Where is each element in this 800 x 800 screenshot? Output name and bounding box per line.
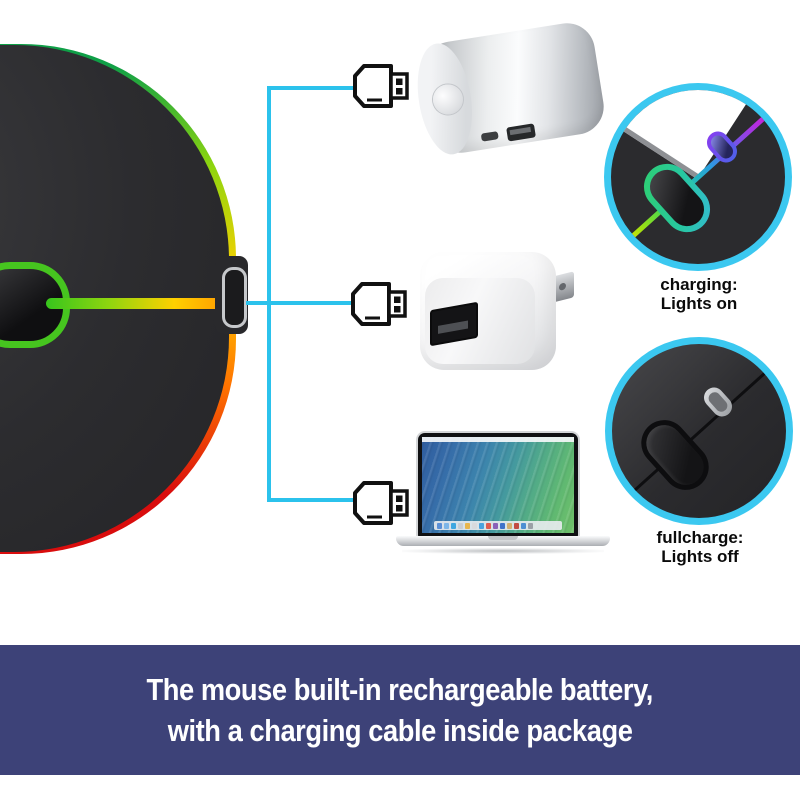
dock-icon [437, 522, 443, 529]
wall-charger-usb-tab [438, 320, 468, 334]
charging-label-title: charging: [660, 275, 738, 294]
inset-fullcharge-lights-off [605, 337, 793, 525]
fullcharge-label-subtitle: Lights off [661, 547, 739, 566]
power-bank-usb-tab [509, 126, 532, 136]
power-bank-photo [410, 19, 608, 159]
dock-icon [514, 522, 520, 529]
wall-charger-prong-hole [559, 282, 566, 291]
banner-line-1: The mouse built-in rechargeable battery, [146, 672, 654, 707]
dock-icon [451, 522, 457, 529]
dock-icon [493, 522, 499, 529]
connector-line-from-mouse [246, 301, 352, 305]
dock-icon [507, 522, 513, 529]
connector-line-vertical [267, 86, 271, 502]
laptop-base [396, 536, 610, 546]
dpi-button-unlit [699, 383, 737, 421]
dock-icon [500, 522, 506, 529]
connector-line-to-laptop [269, 498, 354, 502]
dock-icon [444, 522, 450, 529]
power-bank-micro-usb-port [480, 131, 499, 142]
dock-icon [521, 522, 527, 529]
mouse-rgb-glow-line [46, 298, 224, 309]
dock-icon [486, 522, 492, 529]
dock-icon [479, 522, 485, 529]
power-bank-usb-port [506, 123, 536, 142]
connector-line-to-power-bank [269, 86, 354, 90]
laptop-wallpaper-streaks [422, 437, 574, 533]
fullcharge-label: fullcharge: Lights off [605, 528, 795, 566]
laptop-screen-bezel [418, 433, 578, 537]
wall-charger-photo [420, 252, 556, 370]
laptop-shadow [402, 548, 604, 554]
dock-icon [465, 522, 471, 529]
inset-charging-lights-on [604, 83, 792, 271]
laptop-lid-notch [488, 536, 518, 540]
laptop-dock [434, 521, 562, 530]
charging-label-subtitle: Lights on [660, 294, 738, 313]
charging-label: charging: Lights on [604, 275, 794, 313]
caption-banner: The mouse built-in rechargeable battery,… [0, 645, 800, 775]
dock-icon [472, 522, 478, 529]
laptop-menu-bar [422, 437, 574, 442]
dpi-button-center [708, 132, 736, 162]
usb-plug-icon [351, 282, 407, 326]
mouse-charging-port-opening [222, 267, 247, 328]
usb-plug-icon [353, 64, 409, 108]
laptop-screen-wallpaper [422, 437, 574, 533]
dock-icon [528, 522, 534, 529]
macbook-photo [396, 430, 610, 556]
dock-icon [458, 522, 464, 529]
dpi-button-center [706, 389, 730, 415]
banner-line-2: with a charging cable inside package [167, 713, 633, 748]
fullcharge-label-title: fullcharge: [656, 528, 744, 547]
